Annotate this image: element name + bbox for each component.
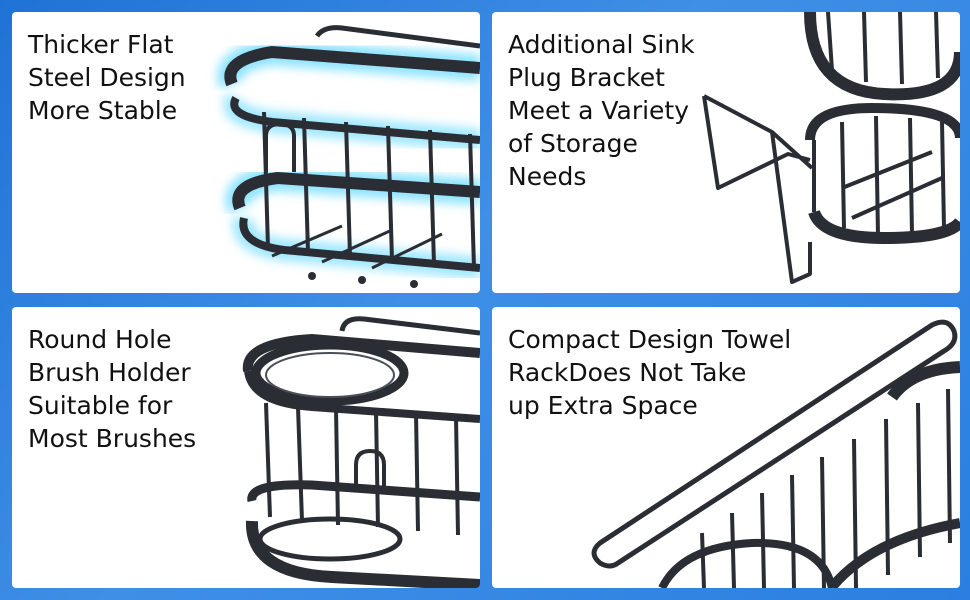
feature-caption: Thicker Flat Steel Design More Stable (28, 28, 186, 127)
caption-line: Meet a Variety (508, 96, 690, 125)
caption-line: RackDoes Not Take (508, 358, 747, 387)
caption-line: Additional Sink (508, 30, 695, 59)
caption-line: Round Hole (28, 325, 172, 354)
feature-caption: Round Hole Brush Holder Suitable for Mos… (28, 323, 196, 455)
caption-line: Thicker Flat (28, 30, 174, 59)
caption-line: Plug Bracket (508, 63, 665, 92)
feature-caption: Additional Sink Plug Bracket Meet a Vari… (508, 28, 695, 193)
towel-rack-illustration (591, 319, 960, 588)
caption-line: Brush Holder (28, 358, 191, 387)
sink-plug-bracket-illustration (702, 12, 960, 284)
caption-line: Suitable for (28, 391, 173, 420)
caption-line: Needs (508, 162, 587, 191)
caption-line: Steel Design (28, 63, 186, 92)
caption-line: up Extra Space (508, 391, 698, 420)
caption-line: of Storage (508, 129, 638, 158)
brush-holder-illustration (242, 316, 480, 588)
caption-line: Compact Design Towel (508, 325, 792, 354)
caption-line: Most Brushes (28, 424, 197, 453)
caption-line: More Stable (28, 96, 178, 125)
feature-caption: Compact Design Towel RackDoes Not Take u… (508, 323, 791, 422)
feature-panel-sink-plug-bracket: Additional Sink Plug Bracket Meet a Vari… (492, 12, 960, 293)
feature-panel-brush-holder: Round Hole Brush Holder Suitable for Mos… (12, 307, 480, 588)
feature-panel-thicker-steel: Thicker Flat Steel Design More Stable (12, 12, 480, 293)
steel-rack-illustration (217, 25, 480, 288)
feature-panel-towel-rack: Compact Design Towel RackDoes Not Take u… (492, 307, 960, 588)
